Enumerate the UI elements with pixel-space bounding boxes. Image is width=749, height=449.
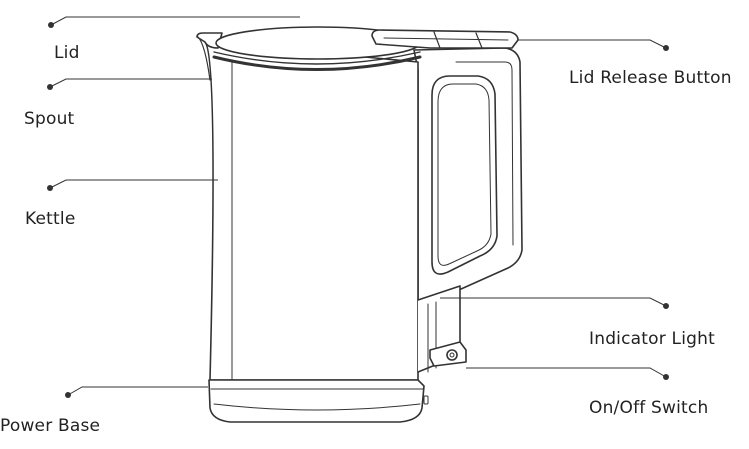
spout-dot xyxy=(47,84,53,90)
handle-opening xyxy=(431,75,498,275)
kettle-label: Kettle xyxy=(25,209,76,229)
lid-release-leader xyxy=(518,39,667,49)
switch-dot xyxy=(663,374,669,380)
power-base-shape xyxy=(208,379,425,423)
switch-leader xyxy=(466,367,667,378)
kettle-handle xyxy=(413,47,523,306)
indicator-leader xyxy=(440,297,667,307)
lid-release-dot xyxy=(663,45,669,51)
power-base-leader xyxy=(67,386,208,396)
callout-dots xyxy=(47,22,669,398)
indicator-light-label: Indicator Light xyxy=(589,329,715,349)
lid-dot xyxy=(48,22,54,28)
lid-label: Lid xyxy=(54,43,80,63)
callout-lines xyxy=(49,16,667,396)
power-base-dot xyxy=(65,392,71,398)
kettle-body xyxy=(204,41,419,381)
lid-leader xyxy=(50,16,300,26)
lid-release-button-label: Lid Release Button xyxy=(569,68,732,88)
kettle-leader xyxy=(49,179,218,189)
spout-label: Spout xyxy=(24,109,75,129)
kettle-dot xyxy=(47,185,53,191)
power-base-label: Power Base xyxy=(0,416,101,436)
kettle-illustration xyxy=(196,26,523,423)
spout-leader xyxy=(49,78,212,88)
on-off-switch-label: On/Off Switch xyxy=(589,398,709,418)
indicator-dot xyxy=(663,303,669,309)
